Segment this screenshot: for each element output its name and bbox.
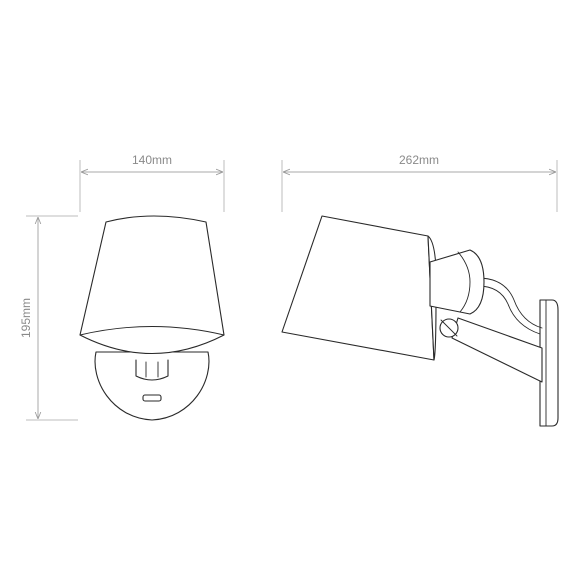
side-wall-plate xyxy=(539,299,559,427)
side-cable-inner xyxy=(477,285,541,335)
side-view xyxy=(281,215,559,427)
side-lamp-holder xyxy=(429,249,485,315)
front-switch xyxy=(142,394,162,402)
side-cable xyxy=(477,277,543,329)
side-width-dimension: 262mm xyxy=(281,153,558,212)
front-wall-plate xyxy=(94,351,210,421)
front-view xyxy=(79,215,225,421)
side-width-label: 262mm xyxy=(399,153,439,167)
front-knuckle xyxy=(135,359,169,381)
side-shade xyxy=(281,215,435,361)
front-width-dimension: 140mm xyxy=(79,153,225,212)
front-width-label: 140mm xyxy=(132,153,172,167)
side-lamp-holder-band xyxy=(457,251,471,313)
front-shade-rim xyxy=(79,326,225,336)
side-arm xyxy=(451,317,543,383)
height-label: 195mm xyxy=(19,298,33,338)
side-hinge-screw xyxy=(440,319,458,337)
height-dimension: 195mm xyxy=(19,215,78,421)
front-shade xyxy=(79,215,225,354)
